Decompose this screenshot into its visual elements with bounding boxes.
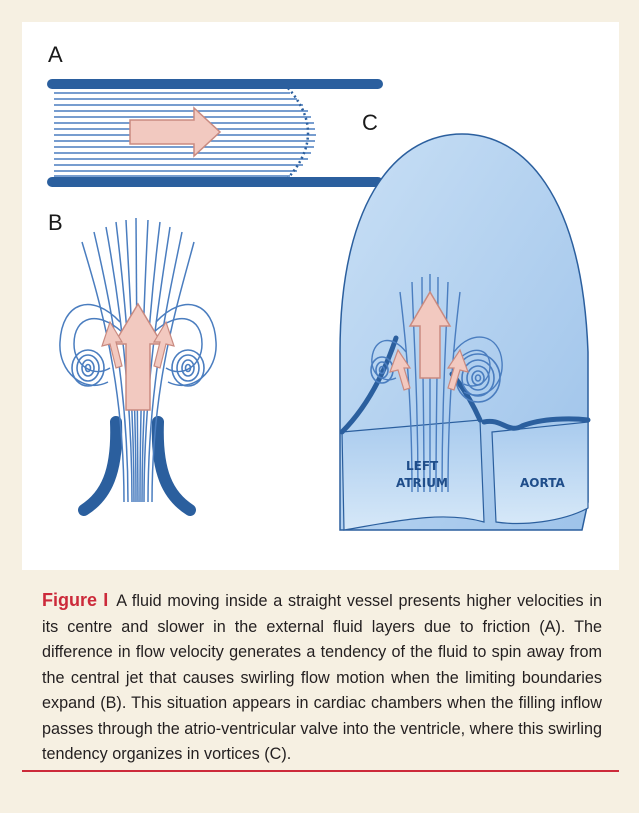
panel-a-vessel [52,84,378,182]
figure-number: Figure I [42,590,108,610]
left-atrium-shape [342,420,484,530]
aorta-label: AORTA [520,476,565,490]
panel-c-ventricle: LEFT ATRIUM AORTA [340,134,588,530]
left-atrium-label-line2: ATRIUM [396,476,448,490]
left-atrium-label-line1: LEFT [406,459,439,473]
panel-label-a: A [48,42,63,67]
flow-arrow-b-center [114,304,162,410]
caption-bottom-rule [22,770,619,772]
panel-b-jet [60,218,216,510]
aorta-shape [492,422,588,523]
caption-text: A fluid moving inside a straight vessel … [42,592,602,763]
figure-panel: A [22,22,619,570]
figure-illustration: A [22,22,619,570]
panel-label-b: B [48,210,63,235]
panel-label-c: C [362,110,378,135]
flow-arrow-a [130,108,220,156]
